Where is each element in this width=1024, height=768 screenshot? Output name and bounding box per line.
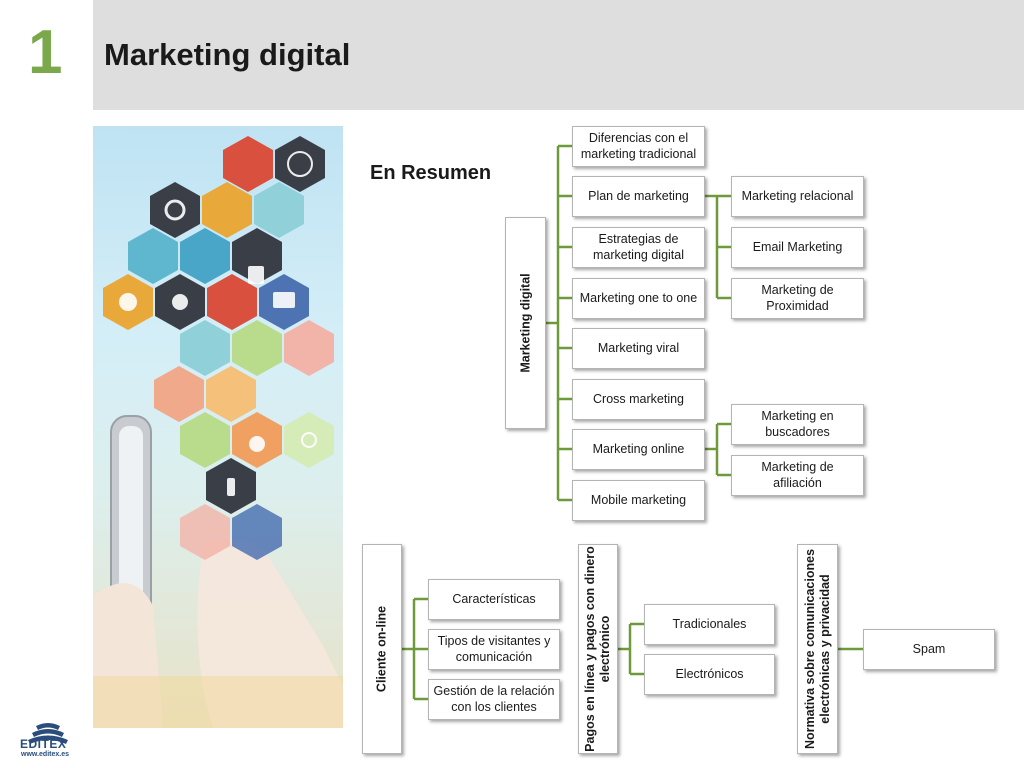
- node-caracteristicas: Características: [428, 579, 560, 620]
- tree3-root-label: Pagos en línea y pagos con dinero electr…: [583, 546, 612, 752]
- node-tradicionales: Tradicionales: [644, 604, 775, 645]
- node-electronicos: Electrónicos: [644, 654, 775, 695]
- section-subtitle: En Resumen: [370, 162, 492, 184]
- node-afiliacion: Marketing de afiliación: [731, 455, 864, 496]
- node-viral: Marketing viral: [572, 328, 705, 369]
- node-proximidad: Marketing de Proximidad: [731, 278, 864, 319]
- logo-text: EDITEX: [20, 737, 67, 751]
- tree1-root: Marketing digital: [505, 217, 546, 429]
- node-mobile: Mobile marketing: [572, 480, 705, 521]
- node-online: Marketing online: [572, 429, 705, 470]
- tree2-root-label: Cliente on-line: [374, 605, 389, 693]
- tree2-root: Cliente on-line: [362, 544, 402, 754]
- hexagon-icons-illustration: [93, 136, 343, 728]
- slide-number: 1: [28, 18, 63, 87]
- node-cross: Cross marketing: [572, 379, 705, 420]
- node-relacional: Marketing relacional: [731, 176, 864, 217]
- logo-url: www.editex.es: [21, 751, 69, 758]
- tree4-root: Normativa sobre comunicaciones electróni…: [797, 544, 838, 754]
- node-estrategias: Estrategias de marketing digital: [572, 227, 705, 268]
- tree1-root-label: Marketing digital: [518, 273, 532, 373]
- node-plan-de-marketing: Plan de marketing: [572, 176, 705, 217]
- slide-title: Marketing digital: [104, 37, 351, 72]
- node-diferencias: Diferencias con el marketing tradicional: [572, 126, 705, 167]
- editex-logo-icon: [28, 723, 68, 744]
- tree4-root-label: Normativa sobre comunicaciones electróni…: [802, 548, 832, 750]
- node-email: Email Marketing: [731, 227, 864, 268]
- header-band: [93, 0, 1024, 110]
- tree3-root: Pagos en línea y pagos con dinero electr…: [578, 544, 618, 754]
- hexagon-icons-photo: [93, 126, 343, 728]
- node-one-to-one: Marketing one to one: [572, 278, 705, 319]
- node-buscadores: Marketing en buscadores: [731, 404, 864, 445]
- node-tipos-visitantes: Tipos de visitantes y comunicación: [428, 629, 560, 670]
- node-spam: Spam: [863, 629, 995, 670]
- node-gestion-relacion: Gestión de la relación con los clientes: [428, 679, 560, 720]
